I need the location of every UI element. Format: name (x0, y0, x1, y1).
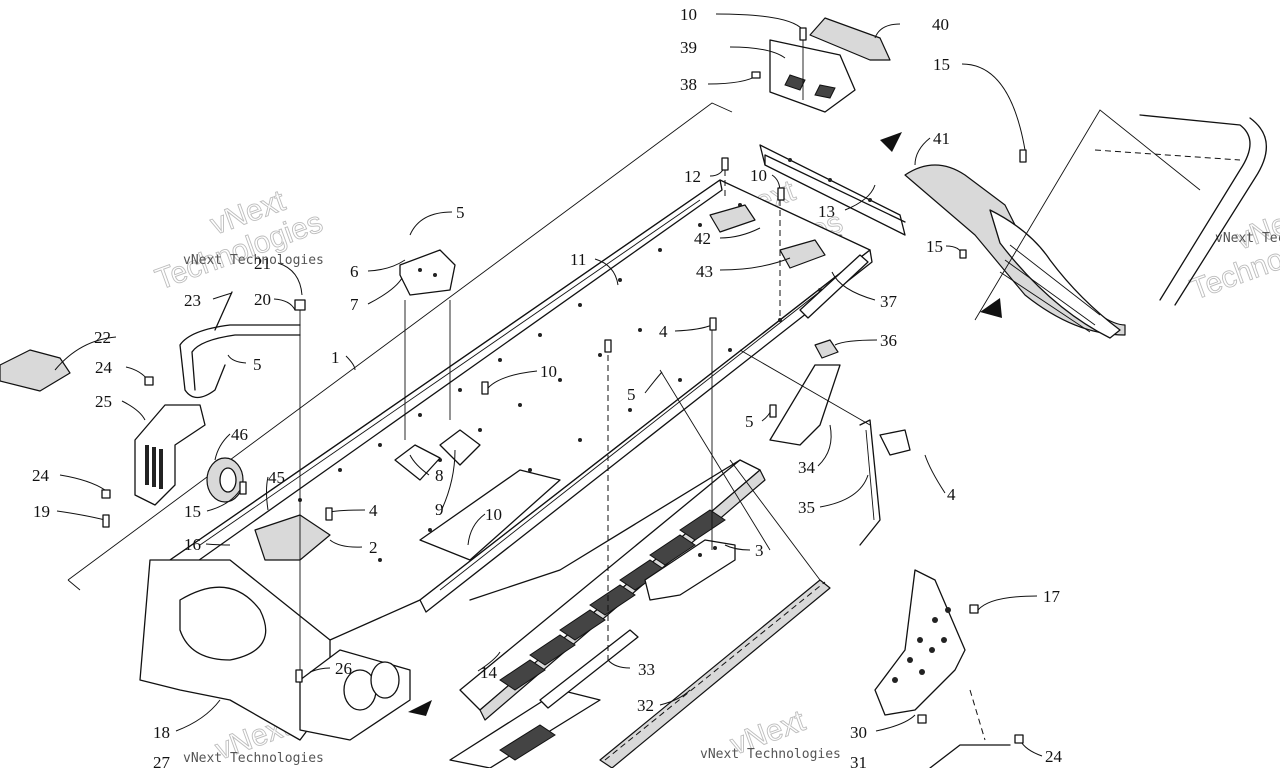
watermark-small: vNext Technologies (700, 747, 841, 762)
callout-11: 11 (570, 250, 586, 269)
chassis-tunnel (139, 179, 873, 741)
watermark-small: vNext Technologies (183, 253, 324, 268)
callout-15: 15 (926, 237, 943, 256)
callout-43: 43 (696, 262, 713, 281)
part-13-rear-bracket (759, 144, 906, 236)
callout-18: 18 (153, 723, 170, 742)
callout-1: 1 (331, 348, 340, 367)
callout-12: 12 (684, 167, 701, 186)
part-33-rail (539, 629, 639, 709)
part-25-plate (134, 404, 206, 506)
callout-31: 31 (850, 753, 867, 768)
callout-4: 4 (369, 501, 378, 520)
callout-27: 27 (153, 753, 171, 768)
callout-36: 36 (880, 331, 897, 350)
arrow-icon (408, 700, 432, 716)
callout-26: 17 (1043, 587, 1061, 606)
part-45-bracket (254, 514, 331, 561)
callout-33: 33 (638, 660, 655, 679)
callout-46: 46 (231, 425, 248, 444)
part-43-label (779, 239, 826, 269)
part-46-grommet (206, 457, 244, 503)
callout-37: 37 (880, 292, 898, 311)
direction-arrows (408, 132, 1002, 716)
leader-lines (54, 13, 1043, 757)
callout-19: 19 (33, 502, 50, 521)
callout-6: 6 (350, 262, 359, 281)
deck-rivets (298, 203, 822, 562)
arrow-icon (880, 132, 902, 152)
callout-30: 30 (850, 723, 867, 742)
part-39-support (769, 39, 856, 113)
assembly-lines (299, 30, 986, 741)
callout-38: 38 (680, 75, 697, 94)
callout-7: 7 (350, 295, 359, 314)
callout-32: 32 (637, 696, 654, 715)
part-40-bracket (809, 17, 891, 61)
part-31-bracket (929, 744, 1011, 768)
callout-25: 25 (95, 392, 112, 411)
callout-24: 24 (32, 466, 50, 485)
callout-5: 5 (745, 412, 754, 431)
callout-labels: 10 40 39 38 15 41 12 10 13 15 5 42 43 6 … (32, 5, 1063, 768)
callout-35: 35 (798, 498, 815, 517)
callout-5: 5 (627, 385, 636, 404)
part-30-footrest (874, 569, 966, 716)
callout-22: 22 (94, 328, 111, 347)
callout-13: 13 (818, 202, 835, 221)
callout-10: 10 (485, 505, 502, 524)
callout-10: 10 (680, 5, 697, 24)
flap-ribs (999, 244, 1101, 333)
part-22-cover (0, 349, 71, 392)
callout-3: 3 (755, 541, 764, 560)
part-20-hoop (179, 324, 301, 399)
callout-45: 45 (268, 468, 285, 487)
part-32-rail (599, 579, 831, 768)
callout-5: 5 (253, 355, 262, 374)
callout-41: 41 (933, 129, 950, 148)
part-36-clip (814, 339, 839, 359)
callout-17: 26 (335, 659, 352, 678)
callout-40: 40 (932, 15, 949, 34)
footrest-holes (892, 607, 951, 683)
callout-4: 4 (947, 485, 956, 504)
callout-20: 20 (254, 290, 271, 309)
callout-15: 15 (933, 55, 950, 74)
callout-24: 24 (95, 358, 113, 377)
callout-16: 16 (184, 535, 201, 554)
callout-34: 34 (798, 458, 816, 477)
heat-exchanger-windows (499, 509, 726, 691)
callout-10: 10 (540, 362, 557, 381)
part-8-plate (394, 444, 441, 481)
callout-24: 24 (1045, 747, 1063, 766)
fasteners (101, 27, 1027, 744)
callout-42: 42 (694, 229, 711, 248)
part-41-flap (904, 164, 1126, 339)
watermark-small: vNext Technologies (1215, 231, 1280, 246)
callout-23: 23 (184, 291, 201, 310)
part-3-bracket (644, 539, 736, 601)
part-42-label (709, 204, 756, 233)
callout-15: 15 (184, 502, 201, 521)
watermark-small: vNext Technologies (183, 751, 324, 766)
callout-9: 9 (435, 500, 444, 519)
callout-5: 5 (456, 203, 465, 222)
callout-10: 10 (750, 166, 767, 185)
callout-21: 21 (254, 254, 271, 273)
callout-4: 4 (659, 322, 668, 341)
tunnel-outline (67, 102, 733, 591)
callout-14: 14 (480, 663, 498, 682)
arrow-icon (980, 298, 1002, 318)
part-7-bracket (399, 249, 456, 296)
rear-bumper (974, 109, 1268, 321)
part-9-plate (439, 429, 481, 466)
callout-39: 39 (680, 38, 697, 57)
part-37-strip (799, 254, 869, 319)
part-34-gusset (769, 364, 841, 446)
callout-2: 2 (369, 538, 378, 557)
part-35-strap (859, 419, 911, 546)
callout-8: 8 (435, 466, 444, 485)
